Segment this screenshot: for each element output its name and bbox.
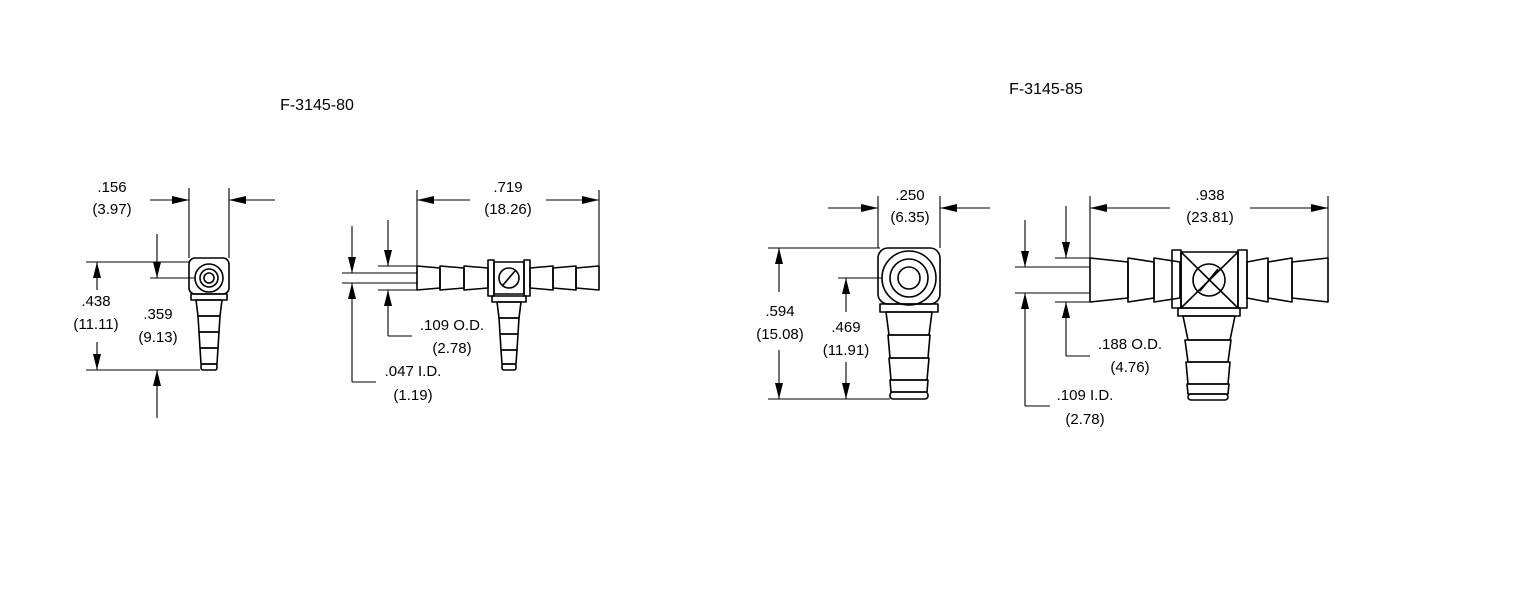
dim-od-in: .109 O.D.: [420, 317, 484, 334]
dim-od-in: .188 O.D.: [1098, 336, 1162, 353]
dim-center-height-mm: (11.91): [823, 342, 869, 359]
dim-od-mm: (4.76): [1110, 359, 1149, 376]
end-view-f3145-85: [877, 247, 941, 400]
dim-width-f3145-85: [828, 196, 990, 248]
dim-width-f3145-80: [150, 188, 275, 258]
dim-overall-height-in: .438: [81, 293, 110, 310]
side-view-f3145-85: [1089, 249, 1329, 401]
dim-center-height-in: .469: [831, 319, 860, 336]
dim-center-height-mm: (9.13): [138, 329, 177, 346]
end-view-f3145-80: [188, 257, 230, 371]
dim-overall-height-mm: (15.08): [756, 326, 804, 343]
dim-heights-f3145-80: [86, 234, 200, 418]
dim-length-in: .719: [493, 179, 522, 196]
part-title-f3145-85: F-3145-85: [1009, 81, 1083, 98]
part-title-f3145-80: F-3145-80: [280, 97, 354, 114]
dim-width-in: .156: [97, 179, 126, 196]
dim-od-id-f3145-80: [342, 220, 417, 383]
dim-length-in: .938: [1195, 187, 1224, 204]
dim-width-mm: (6.35): [890, 209, 929, 226]
dim-length-f3145-80: [416, 190, 600, 266]
dim-id-mm: (2.78): [1065, 411, 1104, 428]
dim-length-mm: (23.81): [1186, 209, 1234, 226]
side-view-f3145-80: [416, 259, 600, 371]
dim-heights-f3145-85: [768, 247, 890, 400]
dim-length-f3145-85: [1089, 196, 1329, 258]
dim-width-mm: (3.97): [92, 201, 131, 218]
dim-overall-height-in: .594: [765, 303, 794, 320]
dim-center-height-in: .359: [143, 306, 172, 323]
dim-od-id-f3145-85: [1015, 206, 1090, 407]
dim-id-mm: (1.19): [393, 387, 432, 404]
dim-od-mm: (2.78): [432, 340, 471, 357]
dim-id-in: .047 I.D.: [385, 363, 442, 380]
dim-width-in: .250: [895, 187, 924, 204]
dim-id-in: .109 I.D.: [1057, 387, 1114, 404]
dim-length-mm: (18.26): [484, 201, 532, 218]
dim-overall-height-mm: (11.11): [73, 316, 118, 333]
